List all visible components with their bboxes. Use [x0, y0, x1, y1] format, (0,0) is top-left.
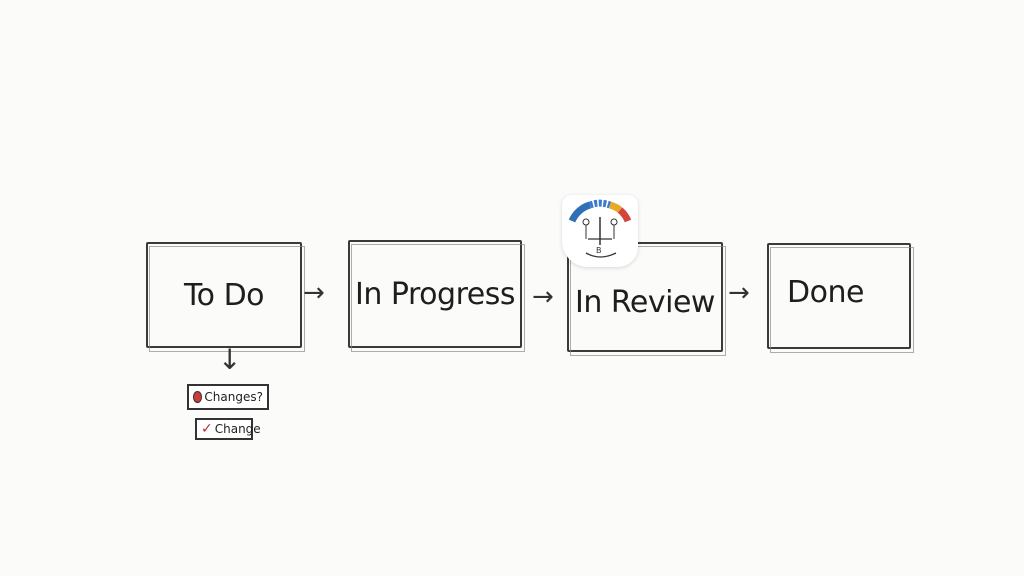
stage-in-progress[interactable]: In Progress — [348, 240, 525, 352]
arrow-right-icon: → — [532, 282, 554, 312]
stage-border — [767, 243, 911, 349]
stage-label: Done — [787, 274, 864, 310]
note-text: Change — [214, 422, 261, 436]
stage-border-sketch — [570, 246, 726, 356]
stage-border-sketch — [149, 246, 305, 352]
note-text: Changes? — [204, 390, 263, 404]
stage-border — [146, 242, 302, 348]
stage-border-sketch — [770, 247, 914, 353]
checkmark-icon: ✓ — [201, 421, 213, 437]
stage-label: In Review — [575, 284, 715, 320]
note-change[interactable]: ✓ Change — [195, 418, 261, 440]
reviewer-badge: B — [562, 195, 638, 267]
arrow-right-icon: → — [728, 278, 750, 308]
note-changes[interactable]: Changes? — [187, 384, 269, 410]
red-circle-icon — [193, 391, 203, 403]
stage-label: To Do — [183, 277, 265, 313]
stage-border — [348, 240, 522, 348]
stage-border-sketch — [351, 244, 525, 352]
stage-label: In Progress — [355, 276, 515, 312]
reviewer-gauge-icon: B — [568, 199, 632, 258]
arrow-right-icon: → — [303, 278, 325, 308]
stage-in-review[interactable]: In Review — [567, 242, 726, 356]
arrow-down-icon: ↓ — [218, 343, 242, 376]
stage-border — [567, 242, 723, 352]
stage-done[interactable]: Done — [767, 243, 914, 353]
stage-todo[interactable]: To Do — [146, 242, 305, 352]
svg-text:B: B — [596, 246, 602, 255]
